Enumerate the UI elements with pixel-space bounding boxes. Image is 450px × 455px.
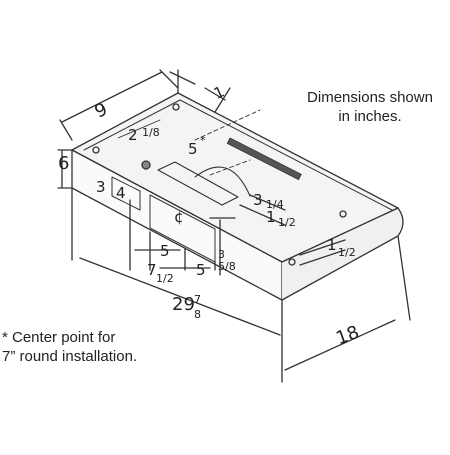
- duct-offset-frac: 1/2: [156, 272, 174, 285]
- duct-inner-whole: 1: [266, 208, 276, 226]
- front-height-frac: 5/8: [218, 260, 236, 273]
- depth-label: 18: [333, 322, 362, 350]
- width-den: 8: [194, 308, 201, 321]
- depth-dimension-line: [284, 235, 411, 371]
- mount-hole: [339, 210, 347, 218]
- duct-inner-frac: 1/2: [278, 216, 296, 229]
- top-offset-label: 1: [211, 82, 227, 102]
- vent-grill: [226, 137, 302, 181]
- center-point-line2: 7” round installation.: [2, 348, 138, 365]
- duct-edge-label: 5: [196, 261, 206, 279]
- centerline-symbol: ¢: [174, 208, 184, 226]
- dimensions-note-line1: Dimensions shown: [307, 89, 433, 106]
- duct-depth-whole: 3: [253, 191, 263, 209]
- elec-offset-frac: 1/8: [142, 126, 160, 139]
- top-depth-label: 9: [91, 99, 110, 123]
- mount-hole: [172, 103, 180, 111]
- center-offset-label: 5: [188, 140, 198, 158]
- width-whole: 29: [172, 294, 195, 315]
- round-duct-opening: [194, 166, 251, 197]
- left-window-height: 3: [96, 178, 106, 196]
- dimensions-note: Dimensions shown in inches.: [300, 88, 440, 126]
- left-window-gap: 4: [116, 184, 126, 202]
- height-label: 6: [58, 153, 69, 174]
- center-point-line1: * Center point for: [2, 329, 116, 346]
- mount-hole: [288, 258, 296, 266]
- mount-hole: [92, 146, 100, 154]
- duct-depth-frac: 1/4: [266, 198, 284, 211]
- center-star: *: [200, 134, 206, 147]
- right-gap-frac: 1/2: [338, 246, 356, 259]
- front-cutout-left: [111, 176, 141, 211]
- front-height-whole: 3: [218, 248, 225, 261]
- electrical-knockout: [141, 160, 151, 170]
- right-gap-whole: 1: [327, 236, 337, 254]
- width-dimension-line: [71, 187, 283, 383]
- center-point-note: * Center point for 7” round installation…: [2, 328, 202, 366]
- duct-width-label: 5: [160, 242, 170, 260]
- width-num: 7: [194, 293, 201, 306]
- dimensions-note-line2: in inches.: [338, 108, 402, 125]
- elec-offset-whole: 2: [128, 126, 138, 144]
- duct-offset-whole: 7: [147, 261, 157, 279]
- rect-duct-opening: [157, 161, 239, 206]
